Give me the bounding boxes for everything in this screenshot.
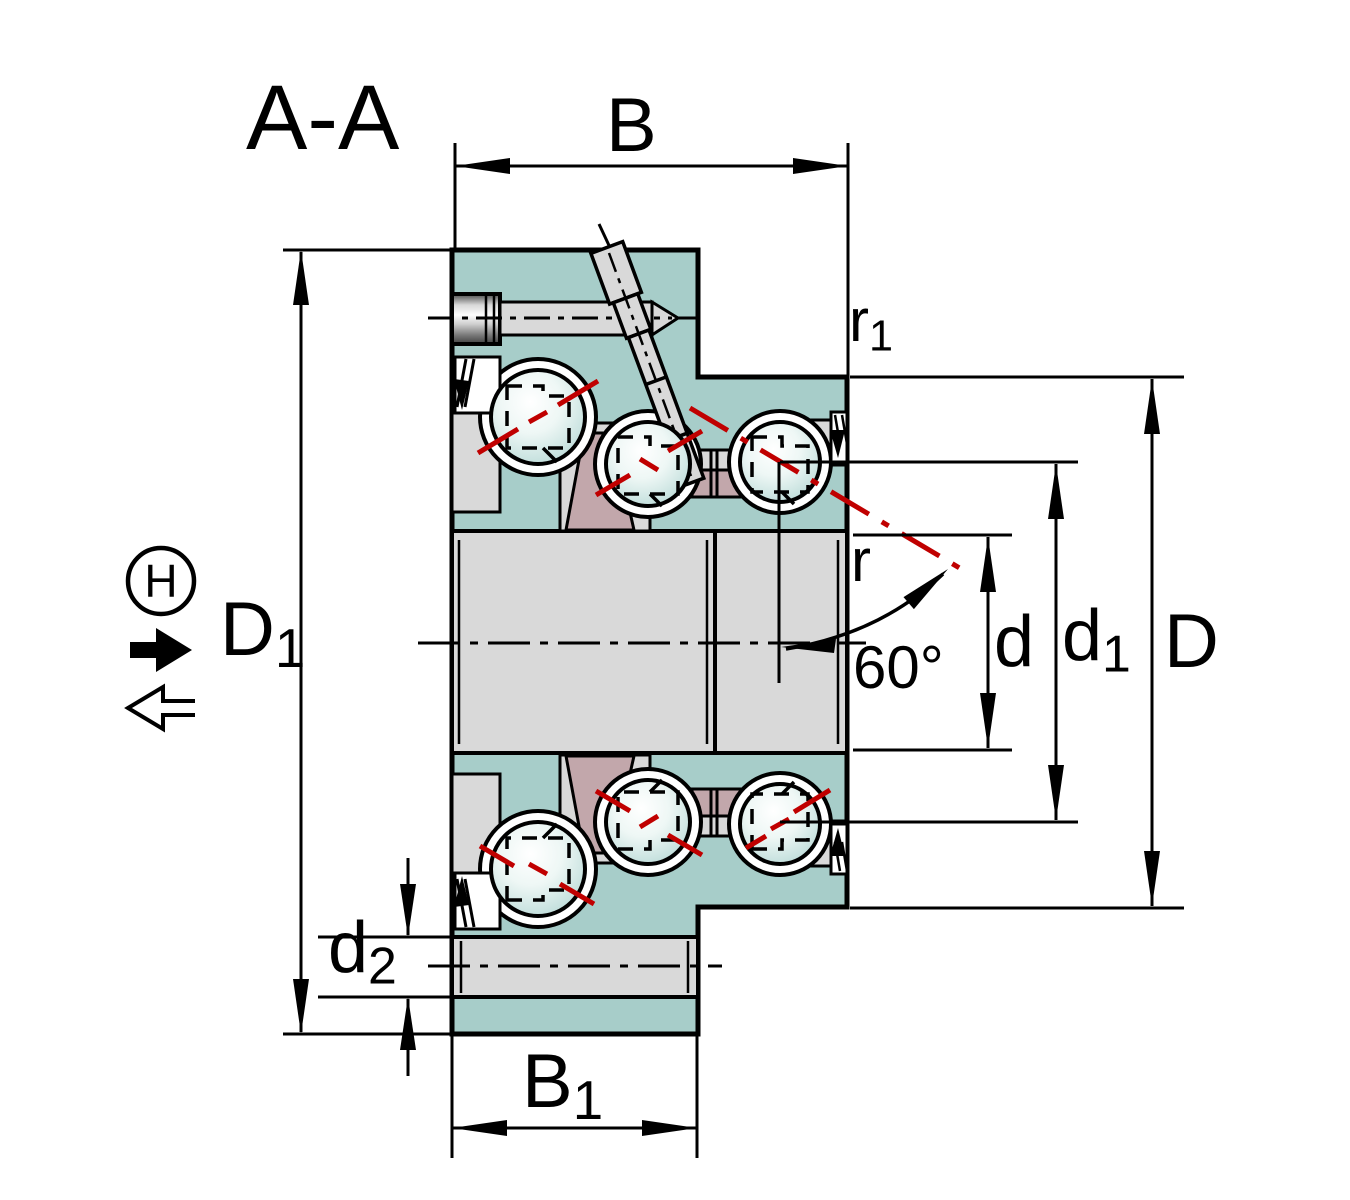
dim-label-D1: D1 [220, 587, 306, 680]
axial-load-arrow-outline-fill [128, 687, 195, 729]
contact-angle-label: 60° [853, 634, 944, 701]
dim-label-d1: d1 [1062, 596, 1131, 683]
angle-arrowhead-icon [781, 639, 836, 653]
dim-label-r: r [851, 527, 871, 594]
seal-slots [453, 355, 849, 931]
contact-angle-axis [688, 405, 970, 576]
h-circle-icon [125, 545, 197, 617]
nipple-head [588, 239, 644, 307]
dimension-B [453, 143, 850, 375]
cage-pockets [505, 384, 810, 902]
lubrication-h-label: H [144, 555, 178, 607]
dimension-d [853, 533, 1012, 752]
dim-label-d: d [994, 602, 1035, 682]
dim-label-B1: B1 [522, 1039, 604, 1132]
dimension-B1 [450, 1036, 699, 1158]
dim-label-B: B [606, 83, 657, 168]
dim-label-d2: d2 [328, 908, 397, 995]
contact-angle-annotation [777, 462, 948, 683]
dimension-D1 [283, 248, 450, 1036]
axial-load-arrow-outline-icon [124, 683, 195, 733]
seal-arrow-icon [454, 379, 469, 410]
dimension-D [850, 375, 1184, 910]
lubrication-symbol [124, 545, 197, 733]
screw-tip [650, 299, 681, 338]
dim-label-D: D [1164, 599, 1219, 684]
axial-load-arrow-solid-icon [130, 628, 192, 672]
section-view-label: A-A [246, 67, 400, 169]
seal-arrow-icon [830, 828, 845, 856]
seal-arrow-icon [830, 430, 845, 458]
seal-arrow-icon [454, 876, 469, 907]
angle-arrowhead-icon [903, 569, 948, 610]
centerlines [418, 641, 866, 968]
contact-angle-lines [476, 378, 970, 907]
dimension-d2 [318, 858, 452, 1076]
dim-label-r1: r1 [849, 287, 894, 361]
dimension-d1 [780, 460, 1078, 824]
